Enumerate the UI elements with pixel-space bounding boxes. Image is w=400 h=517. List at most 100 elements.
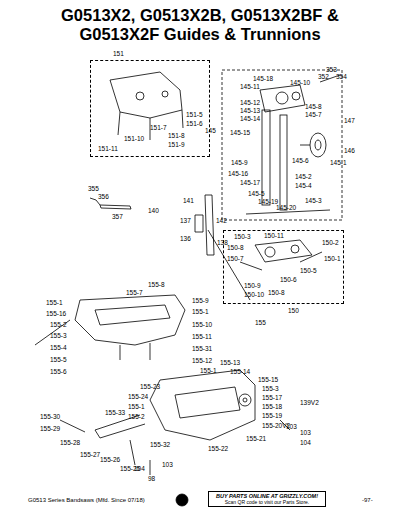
callout-number: 145	[205, 128, 216, 135]
callout-number: 357	[112, 214, 123, 221]
callout-number: 356	[98, 194, 109, 201]
footer-text: G0513 Series Bandsaws (Mfd. Since 07/18)	[28, 497, 145, 503]
callout-number: 146	[344, 148, 355, 155]
banner-text: BUY PARTS ONLINE AT GRIZZLY.COM!	[212, 493, 322, 499]
callout-number: 155-2	[50, 322, 67, 329]
callout-number: 155-3	[50, 333, 67, 340]
callout-number: 145-14	[240, 116, 260, 123]
callout-number: 155-1	[192, 309, 209, 316]
callout-number: 98	[148, 476, 155, 483]
callout-number: 155-28	[60, 440, 80, 447]
footer-text: -97-	[362, 497, 373, 503]
callout-number: 155-11	[192, 334, 212, 341]
callout-number: 155-10	[192, 322, 212, 329]
callout-number: 145-16	[228, 171, 248, 178]
callout-number: 141	[183, 198, 194, 205]
callout-number: 155-6	[50, 369, 67, 376]
callout-number: 145-7	[305, 112, 322, 119]
callout-number: 147	[344, 118, 355, 125]
banner-text: Scan QR code to visit our Parts Store.	[212, 499, 322, 505]
callout-number: 155-22	[208, 446, 228, 453]
callout-number: 155-27	[80, 452, 100, 459]
callout-number: 145-3	[305, 198, 322, 205]
callout-number: 145-4	[295, 183, 312, 190]
callout-number: 145-5	[248, 191, 265, 198]
callout-number: 155-24	[128, 394, 148, 401]
callout-number: 145-19	[258, 199, 278, 206]
callout-number: 155-7	[126, 290, 143, 297]
callout-number: 155-17	[262, 395, 282, 402]
callout-number: 145-13	[240, 108, 260, 115]
callout-number: 155-1	[200, 368, 217, 375]
callout-number: 137	[180, 218, 191, 225]
callout-number: 150-8	[227, 245, 244, 252]
callout-number: 145-9	[231, 160, 248, 167]
callout-number: 353	[326, 67, 337, 74]
callout-number: 138	[217, 240, 228, 247]
callout-number: 150-6	[280, 277, 297, 284]
callout-number: 139V2	[300, 400, 319, 407]
callout-number: 150-9	[244, 283, 261, 290]
group-box: 151	[90, 60, 210, 157]
callout-number: 155-15	[258, 377, 278, 384]
callout-number: 155-19	[262, 413, 282, 420]
callout-number: 136	[180, 236, 191, 243]
callout-number: 155-14	[230, 369, 250, 376]
callout-number: 155-1	[128, 404, 145, 411]
callout-number: 103	[162, 462, 173, 469]
callout-number: 352	[318, 74, 329, 81]
callout-number: 140	[148, 208, 159, 215]
callout-number: 145-2	[295, 174, 312, 181]
callout-number: 155-18	[262, 404, 282, 411]
callout-number: 155-29	[40, 426, 60, 433]
callout-number: 150-5	[300, 268, 317, 275]
callout-number: 355	[88, 186, 99, 193]
group-number: 150	[288, 307, 299, 314]
parts-banner: BUY PARTS ONLINE AT GRIZZLY.COM!Scan QR …	[208, 491, 326, 507]
callout-number: 155-20V2	[262, 423, 290, 430]
callout-number: 155-33	[105, 410, 125, 417]
group-number: 151	[113, 50, 124, 57]
callout-number: 142	[216, 218, 227, 225]
callout-number: 104	[300, 440, 311, 447]
callout-number: 151-6	[186, 121, 203, 128]
callout-number: 151-8	[168, 133, 185, 140]
callout-number: 145-18	[253, 76, 273, 83]
callout-number: 103	[286, 424, 297, 431]
callout-number: 104	[134, 466, 145, 473]
callout-number: 145-10	[290, 80, 310, 87]
callout-number: 150-8	[268, 290, 285, 297]
callout-number: 151-11	[98, 146, 118, 153]
callout-number: 145-11	[240, 84, 260, 91]
callout-number: 155-8	[148, 282, 165, 289]
callout-number: 155-26	[100, 457, 120, 464]
callout-number: 150-1	[324, 256, 341, 263]
callout-number: 150-11	[264, 233, 284, 240]
callout-number: 155-5	[50, 357, 67, 364]
callout-number: 155-31	[192, 346, 212, 353]
callout-number: 145-17	[240, 180, 260, 187]
callout-number: 155-16	[46, 311, 66, 318]
callout-number: 150-2	[322, 240, 339, 247]
callout-number: 145-1	[330, 160, 347, 167]
callout-number: 145-8	[305, 104, 322, 111]
callout-number: 145-20	[276, 205, 296, 212]
callout-number: 151-10	[124, 136, 144, 143]
callout-number: 354	[336, 74, 347, 81]
callout-number: 103	[300, 430, 311, 437]
callout-number: 155-23	[140, 384, 160, 391]
callout-number: 145-15	[230, 130, 250, 137]
callout-number: 155-13	[220, 360, 240, 367]
callout-number: 150-10	[244, 292, 264, 299]
title: G0513X2, G0513X2B, G0513X2BF & G0513X2F …	[0, 6, 400, 44]
callout-number: 155-32	[150, 442, 170, 449]
callout-number: 145-12	[240, 100, 260, 107]
callout-number: 150-7	[227, 256, 244, 263]
callout-number: 150-3	[234, 234, 251, 241]
callout-number: 151-5	[186, 112, 203, 119]
callout-number: 155-1	[46, 300, 63, 307]
callout-number: 155-21	[246, 436, 266, 443]
callout-number: 155-3	[262, 386, 279, 393]
callout-number: 145-6	[292, 158, 309, 165]
callout-number: 151-9	[168, 142, 185, 149]
